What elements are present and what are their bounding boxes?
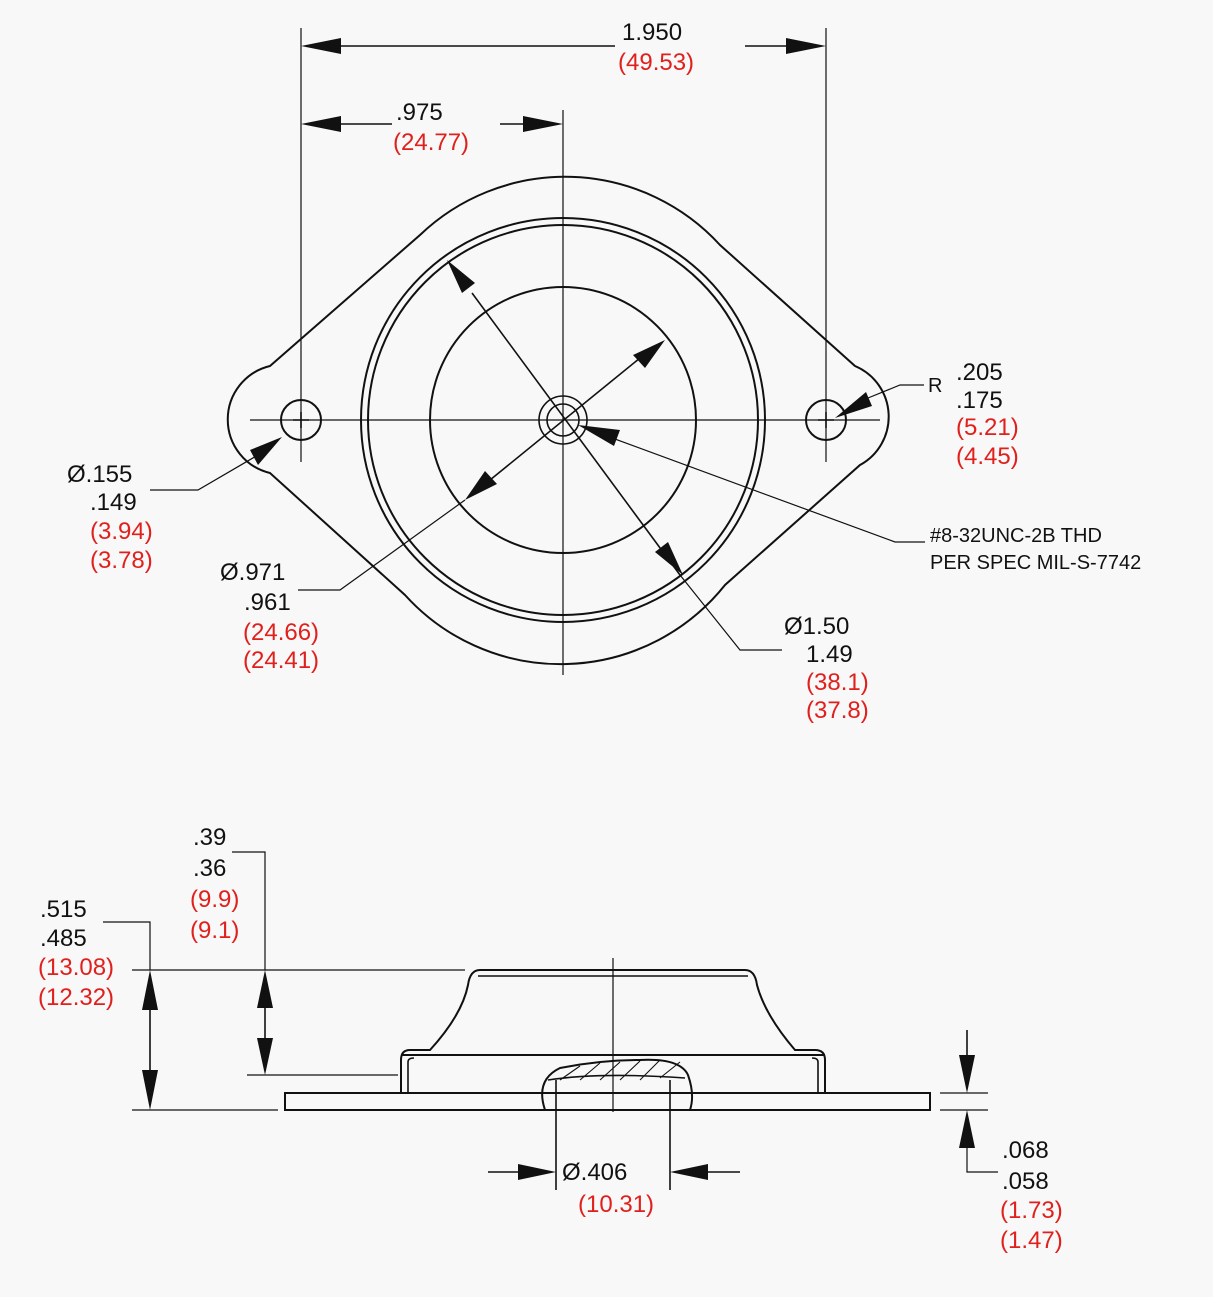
base-thickness-min: .058 xyxy=(1002,1168,1049,1195)
half-width-in: .975 xyxy=(396,99,443,126)
arrow-thread xyxy=(578,425,620,446)
arrow-radius xyxy=(835,392,872,418)
dia150-max-mm: (38.1) xyxy=(806,669,869,696)
section-hatch xyxy=(547,1059,686,1081)
thread-note-line1: #8-32UNC-2B THD xyxy=(930,525,1102,547)
bore-dia-in: Ø.406 xyxy=(562,1159,627,1186)
leader-thread xyxy=(584,427,925,543)
hole-dia-min-mm: (3.78) xyxy=(90,547,153,574)
body-height-min: .36 xyxy=(193,855,226,882)
base-thickness-max: .068 xyxy=(1002,1137,1049,1164)
leader-dia971 xyxy=(298,499,466,591)
arrow-bore-left xyxy=(518,1164,556,1180)
overall-height-min-mm: (12.32) xyxy=(38,984,114,1011)
dia971-max: Ø.971 xyxy=(220,559,285,586)
radius-min-mm: (4.45) xyxy=(956,443,1019,470)
leader-dia150 xyxy=(679,574,782,651)
body-height-min-mm: (9.1) xyxy=(190,917,239,944)
arrow-body-bottom xyxy=(257,1038,273,1075)
body-height-max-mm: (9.9) xyxy=(190,886,239,913)
hole-dia-max: Ø.155 xyxy=(67,461,132,488)
dia150-min: 1.49 xyxy=(806,641,853,668)
leader-mount-hole xyxy=(150,454,259,491)
arrow-dia971-lower xyxy=(465,471,497,500)
dia-971-line xyxy=(489,357,641,481)
overall-width-in: 1.950 xyxy=(622,19,682,46)
radius-prefix: R xyxy=(928,375,942,397)
top-view: 1.950 (49.53) .975 (24.77) Ø1.50 1.49 (3… xyxy=(67,19,1141,724)
body-inner-right xyxy=(811,1057,819,1093)
arrow-height-bottom xyxy=(142,1070,158,1110)
leader-radius xyxy=(867,384,924,399)
leader-body-height xyxy=(232,851,266,970)
arrow-half-right xyxy=(523,116,563,132)
arrow-base-top xyxy=(959,1055,975,1093)
leader-base xyxy=(966,1148,998,1173)
flange-outline xyxy=(226,175,890,666)
section-cutaway xyxy=(541,1058,694,1111)
arrow-overall-left xyxy=(301,38,341,54)
radius-max-mm: (5.21) xyxy=(956,414,1019,441)
arrow-height-top xyxy=(142,970,158,1010)
half-width-mm: (24.77) xyxy=(393,129,469,156)
arrow-dia150-upper xyxy=(447,260,475,293)
hole-dia-max-mm: (3.94) xyxy=(90,518,153,545)
bore-dia-mm: (10.31) xyxy=(578,1191,654,1218)
leader-overall-height xyxy=(103,921,151,970)
dia971-min: .961 xyxy=(244,589,291,616)
base-thickness-min-mm: (1.47) xyxy=(1000,1227,1063,1254)
radius-max: .205 xyxy=(956,359,1003,386)
dia150-max: Ø1.50 xyxy=(784,613,849,640)
overall-height-max-mm: (13.08) xyxy=(38,954,114,981)
arrow-bore-right xyxy=(670,1164,708,1180)
arrow-base-bottom xyxy=(959,1110,975,1148)
hole-dia-min: .149 xyxy=(90,489,137,516)
overall-height-max: .515 xyxy=(40,896,87,923)
thread-note-line2: PER SPEC MIL-S-7742 xyxy=(930,552,1141,574)
arrow-dia150-lower xyxy=(655,542,683,575)
arrow-mount-hole xyxy=(250,437,282,465)
body-inner-left xyxy=(407,1057,415,1093)
arrow-overall-right xyxy=(786,38,826,54)
overall-height-min: .485 xyxy=(40,925,87,952)
arrow-dia971-upper xyxy=(633,340,665,368)
body-height-max: .39 xyxy=(193,824,226,851)
arrow-half-left xyxy=(301,116,341,132)
arrow-body-top xyxy=(257,970,273,1008)
side-view: .515 .485 (13.08) (12.32) .39 .36 (9.9) … xyxy=(38,824,1063,1254)
dia150-min-mm: (37.8) xyxy=(806,697,869,724)
dia971-max-mm: (24.66) xyxy=(243,619,319,646)
dia971-min-mm: (24.41) xyxy=(243,647,319,674)
radius-min: .175 xyxy=(956,387,1003,414)
base-thickness-max-mm: (1.73) xyxy=(1000,1197,1063,1224)
dia-1-50-line xyxy=(471,292,681,576)
overall-width-mm: (49.53) xyxy=(618,49,694,76)
base-plate xyxy=(284,1092,931,1111)
